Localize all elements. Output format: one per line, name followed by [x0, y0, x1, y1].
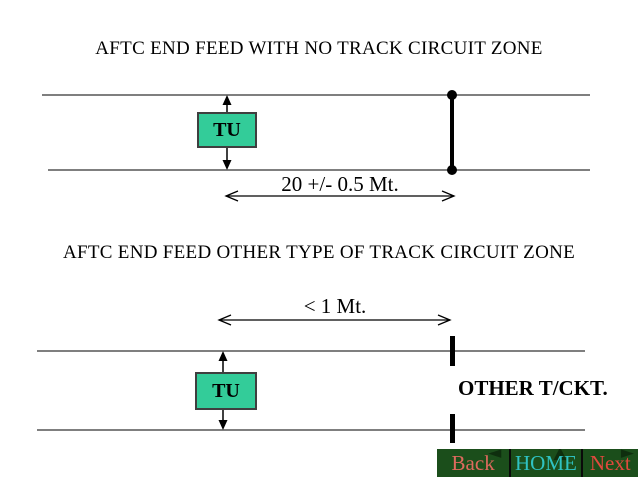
d1-arrowhead-down-icon — [222, 160, 232, 170]
diagram1-tu-box: TU — [197, 112, 257, 148]
d1-bond-dot-bottom — [447, 165, 457, 175]
slide-nav-bar: ◄ Back ▲ HOME ► Next — [437, 449, 638, 477]
d1-dim-head-right-icon — [441, 190, 456, 202]
d2-dim-head-right-icon — [437, 314, 452, 326]
diagram2-tu-box: TU — [195, 372, 257, 410]
next-button-label: Next — [589, 451, 631, 475]
d2-joint-bottom — [450, 414, 455, 443]
d2-arrowhead-down-icon — [218, 420, 228, 430]
back-arrow-icon: ◄ — [488, 449, 502, 463]
d1-dim-head-left-icon — [224, 190, 239, 202]
home-arrow-icon: ▲ — [553, 449, 567, 463]
d1-bond-dot-top — [447, 90, 457, 100]
diagram1-tu-label: TU — [213, 118, 241, 141]
back-button[interactable]: ◄ Back — [437, 449, 509, 477]
back-button-label: Back — [451, 451, 495, 475]
next-button[interactable]: ► Next — [580, 449, 638, 477]
diagram1-title: AFTC END FEED WITH NO TRACK CIRCUIT ZONE — [95, 38, 543, 59]
diagram2-tu-label: TU — [212, 379, 240, 402]
diagram2-title: AFTC END FEED OTHER TYPE OF TRACK CIRCUI… — [62, 242, 576, 263]
d1-arrowhead-up-icon — [222, 95, 232, 105]
d2-dim-head-left-icon — [217, 314, 232, 326]
other-track-circuit-label: OTHER T/CKT. — [458, 376, 608, 400]
home-button[interactable]: ▲ HOME — [509, 449, 580, 477]
diagram2-dimension-label: < 1 Mt. — [303, 294, 367, 318]
home-button-label: HOME — [514, 451, 577, 475]
diagram1-dimension-label: 20 +/- 0.5 Mt. — [281, 172, 399, 196]
next-arrow-icon: ► — [620, 449, 634, 463]
d2-joint-top — [450, 336, 455, 366]
d2-arrowhead-up-icon — [218, 351, 228, 361]
